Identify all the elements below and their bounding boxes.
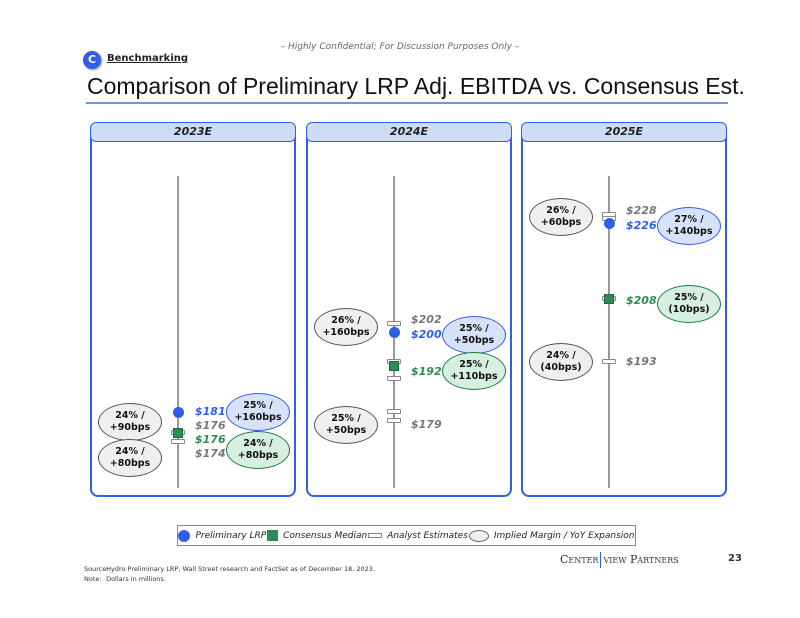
preliminary-lrp-marker: [388, 327, 400, 339]
legend-consensus: Consensus Median: [267, 530, 367, 541]
legend-estimates: Analyst Estimates: [368, 531, 468, 541]
section-badge: C: [83, 51, 101, 69]
legend-estimates-label: Analyst Estimates: [387, 530, 468, 541]
legend-consensus-label: Consensus Median: [283, 530, 368, 541]
legend-ellipse: Implied Margin / YoY Expansion: [468, 529, 635, 542]
circle-icon: [178, 529, 191, 542]
lrp-margin-ellipse: 27% / +140bps: [657, 207, 721, 245]
preliminary-lrp-marker: [603, 217, 615, 229]
footnotes: Source: Hydro Preliminary LRP, Wall Stre…: [84, 564, 375, 584]
section-label: Benchmarking: [107, 53, 189, 64]
implied-margin-ellipse: 25% / +50bps: [314, 406, 378, 444]
page-number: 23: [728, 553, 742, 564]
ellipse-icon: [468, 529, 489, 542]
logo-right: view Partners: [603, 553, 679, 566]
lrp-margin-ellipse: 25% / +160bps: [226, 393, 290, 431]
note-key: Note:: [84, 575, 102, 583]
estimate-high-label: $176: [195, 419, 226, 432]
estimate-low-label: $193: [626, 355, 657, 368]
consensus-margin-ellipse: 25% / (10bps): [657, 285, 721, 323]
panel-2025e: 2025E $228 $226 $208 $193 26% / +60bps 24% / (…: [521, 122, 727, 497]
legend: Preliminary LRP Consensus Median Analyst…: [177, 525, 636, 546]
lrp-value-label: $226: [626, 219, 657, 232]
implied-margin-ellipse: 24% / +80bps: [98, 439, 162, 477]
consensus-margin-ellipse: 24% / +80bps: [226, 431, 290, 469]
note-text: Dollars in millions.: [106, 575, 166, 583]
company-logo: Center view Partners: [560, 552, 679, 568]
estimate-low-label: $174: [195, 447, 226, 460]
panel-header: 2024E: [306, 122, 512, 142]
tick-icon: [368, 533, 383, 538]
analyst-estimate-tick: [387, 321, 401, 327]
source-key: Source:: [84, 565, 109, 573]
lrp-value-label: $181: [195, 405, 226, 418]
analyst-estimate-tick: [602, 359, 616, 364]
analyst-estimate-tick: [171, 438, 185, 444]
legend-ellipse-label: Implied Margin / YoY Expansion: [493, 530, 635, 541]
implied-margin-ellipse: 24% / (40bps): [529, 343, 593, 381]
consensus-median-marker: [604, 294, 614, 304]
estimate-low-label: $179: [411, 418, 442, 431]
legend-lrp: Preliminary LRP: [178, 529, 267, 542]
title-rule: [86, 102, 728, 104]
axis-line: [608, 176, 610, 488]
estimate-high-label: $202: [411, 313, 442, 326]
consensus-value-label: $176: [195, 433, 226, 446]
implied-margin-ellipse: 24% / +90bps: [98, 403, 162, 441]
analyst-estimate-tick: [387, 409, 401, 415]
estimate-high-label: $228: [626, 204, 657, 217]
panel-header: 2025E: [521, 122, 727, 142]
analyst-estimate-tick: [387, 417, 401, 423]
logo-left: Center: [560, 553, 599, 566]
consensus-margin-ellipse: 25% / +110bps: [442, 352, 506, 390]
lrp-value-label: $200: [411, 328, 442, 341]
consensus-median-marker: [173, 428, 183, 439]
implied-margin-ellipse: 26% / +60bps: [529, 198, 593, 236]
panel-2024e: 2024E $202 $200 $192 $179 26% / +160bps 25% / …: [306, 122, 512, 497]
confidential-banner: – Highly Confidential; For Discussion Pu…: [280, 42, 520, 52]
axis-line: [177, 176, 179, 488]
lrp-margin-ellipse: 25% / +50bps: [442, 316, 506, 354]
implied-margin-ellipse: 26% / +160bps: [314, 308, 378, 346]
consensus-value-label: $192: [411, 365, 442, 378]
preliminary-lrp-marker: [172, 406, 184, 418]
consensus-value-label: $208: [626, 294, 657, 307]
consensus-median-marker: [389, 361, 399, 372]
page-title: Comparison of Preliminary LRP Adj. EBITD…: [87, 73, 745, 99]
legend-lrp-label: Preliminary LRP: [195, 530, 267, 541]
panel-header: 2023E: [90, 122, 296, 142]
square-icon: [267, 530, 279, 541]
analyst-estimate-tick: [387, 375, 401, 381]
source-text: Hydro Preliminary LRP, Wall Street resea…: [106, 565, 375, 573]
